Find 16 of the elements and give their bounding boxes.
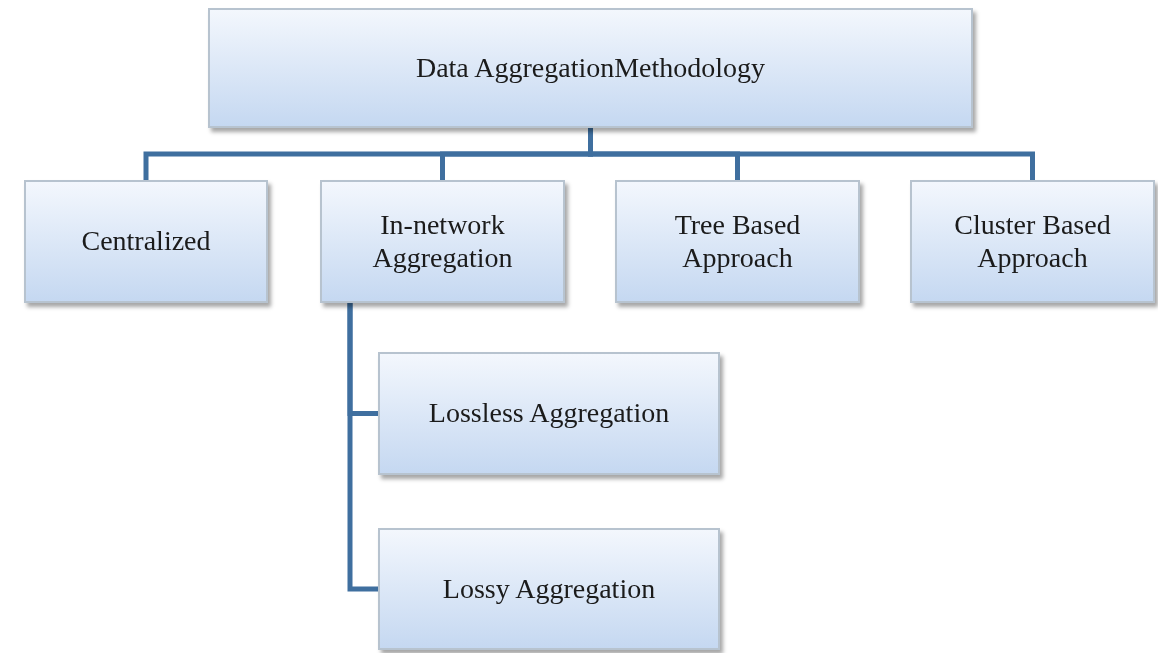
process-box (320, 180, 565, 303)
box-label: Data AggregationMethodology (414, 51, 767, 85)
box-label: Lossless Aggregation (427, 397, 671, 430)
box-label: Cluster Based Approach (953, 209, 1112, 274)
process-box (208, 8, 973, 128)
connector-line (347, 303, 378, 592)
process-box (378, 528, 720, 650)
box-label: Lossy Aggregation (441, 572, 657, 606)
process-box (24, 180, 268, 303)
box-label: In-network Aggregation (371, 209, 514, 274)
connector-line (588, 128, 1035, 180)
box-label: Centralized (80, 225, 212, 258)
box-label: Tree Based Approach (673, 209, 802, 274)
process-box (615, 180, 860, 303)
process-box (378, 352, 720, 475)
process-box (910, 180, 1155, 303)
